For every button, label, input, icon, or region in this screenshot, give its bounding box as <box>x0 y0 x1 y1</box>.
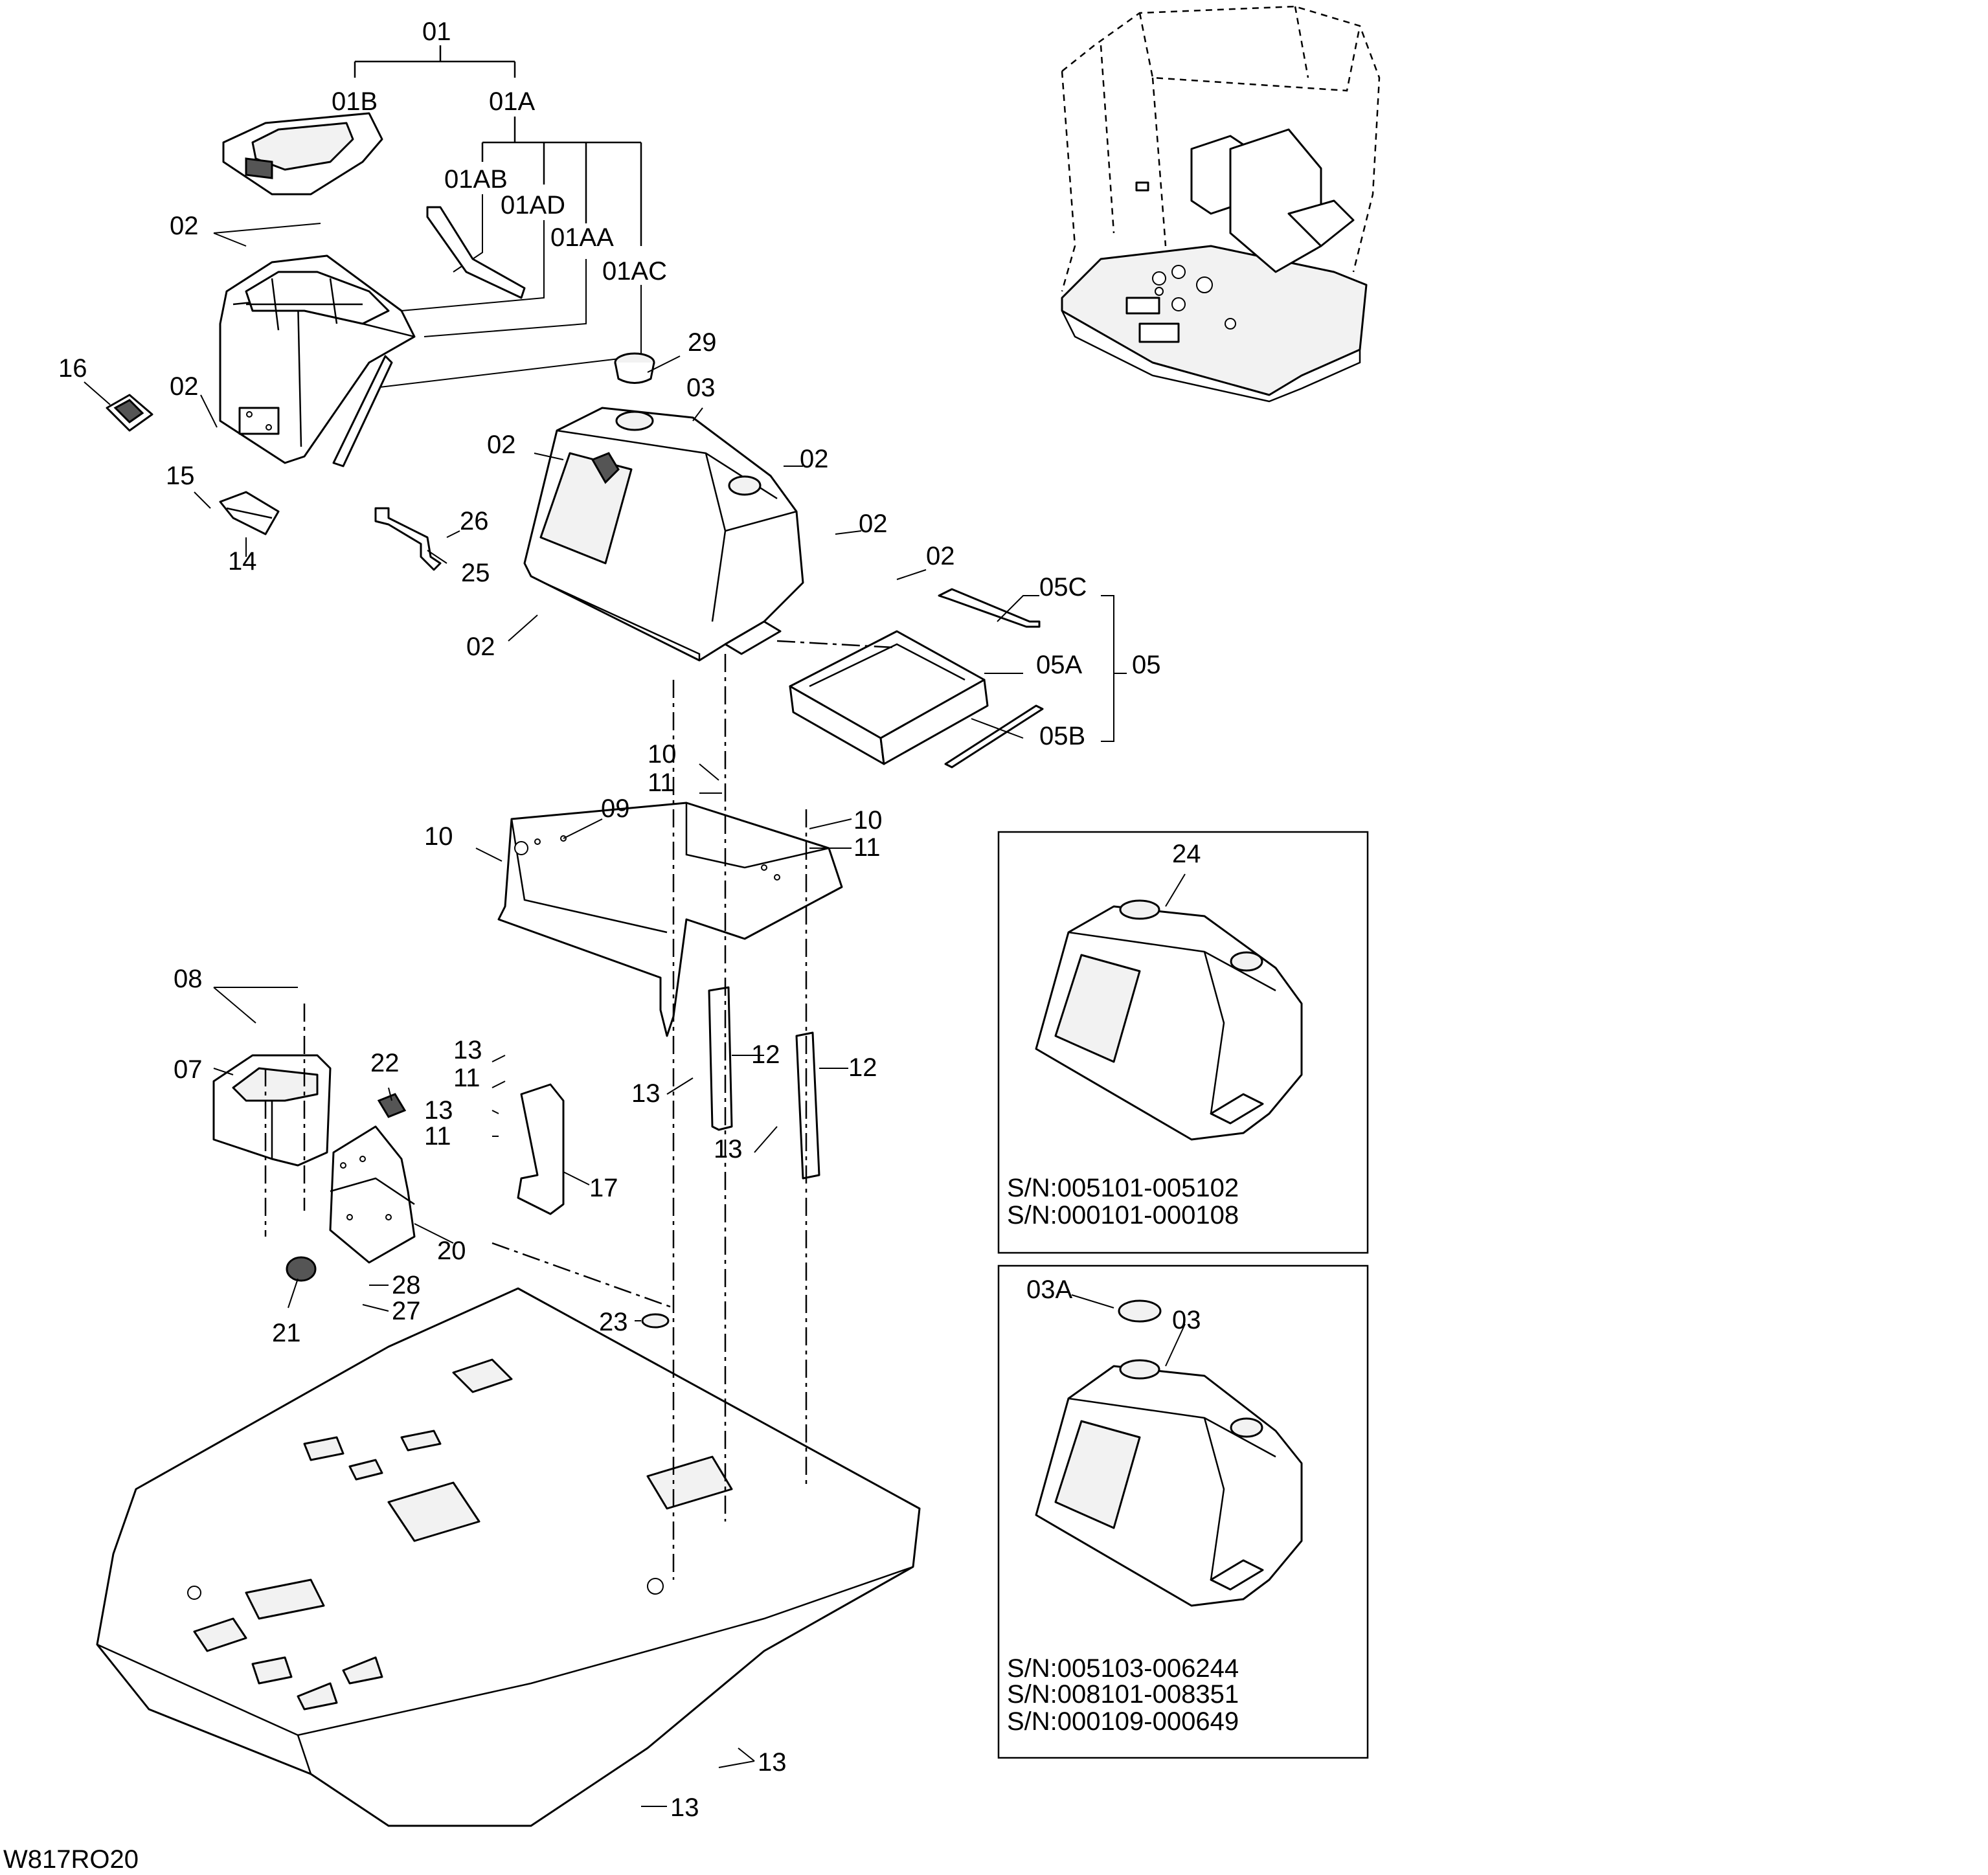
label-03-main: 03 <box>686 374 716 402</box>
label-02-g: 02 <box>466 633 495 661</box>
label-22: 22 <box>370 1049 400 1077</box>
label-01AA: 01AA <box>550 223 614 252</box>
label-29: 29 <box>688 328 717 357</box>
label-23: 23 <box>599 1308 628 1336</box>
label-13-f: 13 <box>670 1793 699 1822</box>
label-10-b: 10 <box>853 806 883 835</box>
label-05B: 05B <box>1039 722 1085 750</box>
label-21: 21 <box>272 1319 301 1347</box>
label-24: 24 <box>1172 840 1201 868</box>
console-cover-01B <box>222 112 383 196</box>
inset-upper-serials: S/N:005101-005102 S/N:000101-000108 <box>1007 1174 1239 1229</box>
plug-23 <box>641 1313 670 1329</box>
label-01: 01 <box>422 17 451 46</box>
label-12-b: 12 <box>848 1053 877 1082</box>
machine-overview-illustration <box>1061 5 1381 403</box>
label-20: 20 <box>437 1237 466 1265</box>
label-02-f: 02 <box>926 542 955 570</box>
part-01-label-tree <box>354 45 642 389</box>
inset-upper <box>997 831 1369 1254</box>
label-13-c: 13 <box>631 1079 661 1108</box>
serial-number: S/N:000109-000649 <box>1007 1707 1239 1736</box>
bracket-25 <box>374 507 442 571</box>
filler-cap-29 <box>614 352 655 384</box>
label-01AC: 01AC <box>602 257 667 286</box>
label-28: 28 <box>392 1271 421 1299</box>
label-11-a: 11 <box>648 769 675 797</box>
label-05A: 05A <box>1036 651 1082 679</box>
label-13-b: 13 <box>424 1096 453 1125</box>
floor-plate <box>96 1287 921 1827</box>
label-10-a: 10 <box>648 740 677 769</box>
post-12-right <box>795 1031 820 1180</box>
cover-03 <box>523 407 804 662</box>
bracket-14 <box>219 491 280 535</box>
label-05C: 05C <box>1039 573 1087 601</box>
label-11-c: 11 <box>453 1064 480 1092</box>
label-13-d: 13 <box>714 1135 743 1163</box>
label-01AD: 01AD <box>501 191 565 219</box>
label-10-c: 10 <box>424 822 453 851</box>
label-02-b: 02 <box>170 372 199 401</box>
label-01AB: 01AB <box>444 165 508 194</box>
label-11-b: 11 <box>853 833 881 862</box>
label-14: 14 <box>228 547 257 576</box>
drawing-code: W817RO20 <box>3 1845 139 1874</box>
label-07: 07 <box>174 1055 203 1084</box>
leader-lines <box>84 223 1186 1807</box>
label-08: 08 <box>174 965 203 993</box>
label-17: 17 <box>589 1174 618 1202</box>
label-02-e: 02 <box>859 510 888 538</box>
part-labels: 01 01B 01A 01AB 01AD 01AA 01AC 02 02 16 … <box>58 17 1201 1822</box>
knob-21 <box>286 1256 317 1282</box>
inset-lower <box>997 1264 1369 1759</box>
bracket-17 <box>517 1083 565 1215</box>
label-02-c: 02 <box>487 431 516 459</box>
label-02-d: 02 <box>800 445 829 473</box>
label-11-d: 11 <box>424 1122 451 1151</box>
serial-number: S/N:005103-006244 <box>1007 1654 1239 1683</box>
label-01B: 01B <box>332 87 378 116</box>
label-01A: 01A <box>489 87 535 116</box>
label-02-a: 02 <box>170 212 199 240</box>
inset-lower-serials: S/N:005103-006244 S/N:008101-008351 S/N:… <box>1007 1654 1239 1736</box>
label-12-a: 12 <box>751 1040 780 1069</box>
switch-16 <box>106 394 153 432</box>
serial-number: S/N:005101-005102 <box>1007 1174 1239 1202</box>
serial-number: S/N:008101-008351 <box>1007 1680 1239 1709</box>
label-13-e: 13 <box>758 1748 787 1777</box>
label-16: 16 <box>58 354 87 383</box>
bracket-20 <box>329 1125 416 1264</box>
label-27: 27 <box>392 1297 421 1325</box>
post-12-left <box>708 986 733 1131</box>
cup-holder-07 <box>212 1054 332 1167</box>
label-03-inset: 03 <box>1172 1306 1201 1334</box>
label-26: 26 <box>460 507 489 535</box>
console-body-01A <box>219 206 526 467</box>
handle-22 <box>377 1093 407 1118</box>
label-03A: 03A <box>1026 1275 1072 1304</box>
label-05: 05 <box>1132 651 1161 679</box>
assembly-lines <box>264 640 894 1580</box>
label-15: 15 <box>166 462 195 490</box>
label-25: 25 <box>461 559 490 587</box>
tray-05 <box>789 588 1044 769</box>
serial-number: S/N:000101-000108 <box>1007 1201 1239 1229</box>
panel-09 <box>497 802 843 1037</box>
label-09: 09 <box>601 794 630 823</box>
label-13-a: 13 <box>453 1036 482 1064</box>
